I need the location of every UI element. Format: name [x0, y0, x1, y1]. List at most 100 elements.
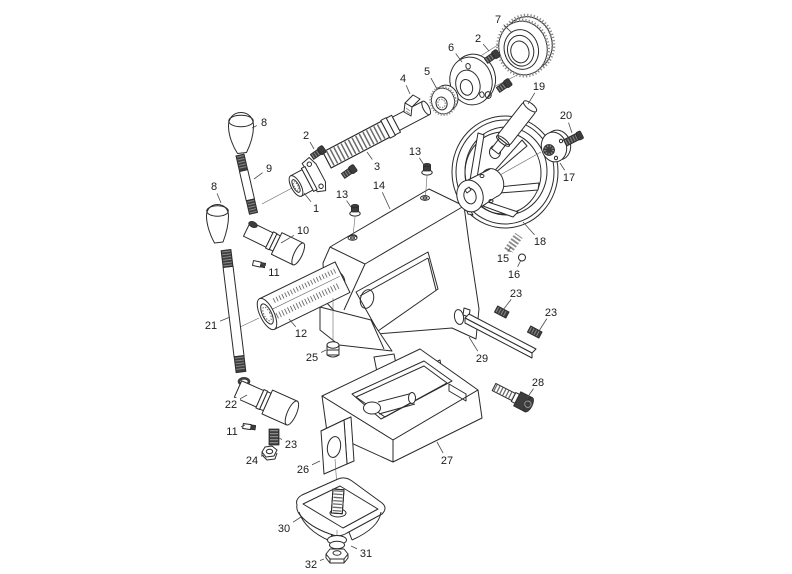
label-bg [529, 376, 547, 388]
part-label-11: 11 [268, 267, 279, 279]
leader-line-23 [538, 318, 548, 332]
label-bg [275, 522, 293, 534]
label-bg [357, 547, 375, 559]
leader-line-28 [526, 388, 534, 399]
leader-line-2 [482, 43, 490, 52]
part-label-25: 25 [306, 352, 318, 364]
hex-nut-graphic [261, 445, 278, 461]
part-label-26: 26 [297, 464, 309, 476]
part-label-7: 7 [495, 14, 501, 26]
handle-rod-graphic [235, 153, 258, 215]
part-label-3: 3 [374, 161, 380, 173]
label-bg [494, 252, 512, 264]
label-bg [531, 235, 549, 247]
label-bg [445, 41, 457, 53]
label-bg [300, 129, 312, 141]
screw-graphic [563, 130, 584, 147]
part-label-22: 22 [225, 399, 237, 411]
set-screw-graphic [493, 305, 510, 319]
part-label-18: 18 [534, 236, 546, 248]
leader-line-13 [418, 157, 425, 166]
leader-line-16 [517, 259, 522, 268]
leader-line-2 [309, 141, 315, 150]
label-bg [333, 188, 351, 200]
part-label-10: 10 [297, 225, 309, 237]
leader-line-1 [303, 192, 312, 203]
handle-grip-graphic [489, 100, 538, 159]
leader-line-29 [468, 336, 479, 352]
flange-screw-graphic [420, 163, 433, 201]
hub-boss-graphic [233, 380, 300, 426]
part-label-6: 6 [448, 42, 454, 54]
clamp-plate-graphic [296, 477, 386, 550]
part-label-23: 23 [545, 307, 557, 319]
part-label-14: 14 [373, 180, 385, 192]
set-screw-graphic [340, 164, 358, 179]
leader-line-3 [366, 151, 373, 160]
label-bg [557, 109, 575, 121]
leader-line-18 [522, 221, 535, 236]
long-rod-graphic [220, 248, 247, 374]
part-label-29: 29 [476, 353, 488, 365]
label-bg [530, 80, 548, 92]
label-bg [263, 162, 275, 174]
label-bg [421, 65, 433, 77]
label-bg [560, 171, 578, 183]
leader-line-5 [430, 77, 438, 90]
knob-graphic [206, 204, 229, 244]
spring-graphic [504, 232, 523, 254]
leader-line-7 [503, 24, 513, 34]
part-label-30: 30 [278, 523, 290, 535]
label-bg [292, 327, 310, 339]
leader-line-6 [455, 53, 463, 63]
part-label-5: 5 [424, 66, 430, 78]
set-screw-graphic [526, 325, 543, 339]
leader-line-21 [218, 316, 231, 323]
key-graphic [403, 94, 421, 117]
axis-line [499, 151, 542, 176]
quill-graphic [256, 261, 351, 331]
part-label-13: 13 [336, 189, 348, 201]
label-bg [265, 266, 283, 278]
part-label-31: 31 [360, 548, 372, 560]
label-bg [438, 454, 456, 466]
cap-screw-graphic [491, 382, 534, 413]
part-label-21: 21 [205, 320, 217, 332]
leader-line-17 [559, 162, 566, 171]
leader-line-8 [251, 125, 258, 129]
part-label-4: 4 [400, 73, 406, 85]
part-label-17: 17 [563, 172, 575, 184]
label-bg [397, 72, 409, 84]
label-bg [223, 425, 241, 437]
label-bg [208, 180, 220, 192]
pin-graphic [251, 260, 267, 269]
flanged-bushing-graphic [288, 156, 327, 197]
leader-line-9 [253, 172, 263, 180]
knurled-dial-graphic [496, 13, 556, 78]
leader-line-12 [288, 318, 297, 328]
label-bg [542, 306, 560, 318]
base-casting-graphic [321, 348, 483, 463]
ball-graphic [518, 253, 526, 262]
label-bg [370, 179, 388, 191]
label-bg [294, 224, 312, 236]
label-bg [243, 454, 261, 466]
leadscrew-graphic [322, 100, 432, 169]
part-label-23: 23 [285, 439, 297, 451]
leader-line-4 [405, 85, 411, 95]
part-label-8: 8 [211, 181, 217, 193]
label-bg [507, 287, 525, 299]
part-label-12: 12 [295, 328, 307, 340]
leader-line-13 [346, 200, 352, 208]
set-screw-graphic [483, 49, 501, 64]
part-label-32: 32 [305, 559, 317, 571]
label-bg [492, 13, 504, 25]
part-label-2: 2 [303, 130, 309, 142]
part-label-28: 28 [532, 377, 544, 389]
part-label-19: 19 [533, 81, 545, 93]
dial-flange-graphic [449, 53, 497, 106]
pin-graphic [242, 423, 257, 431]
